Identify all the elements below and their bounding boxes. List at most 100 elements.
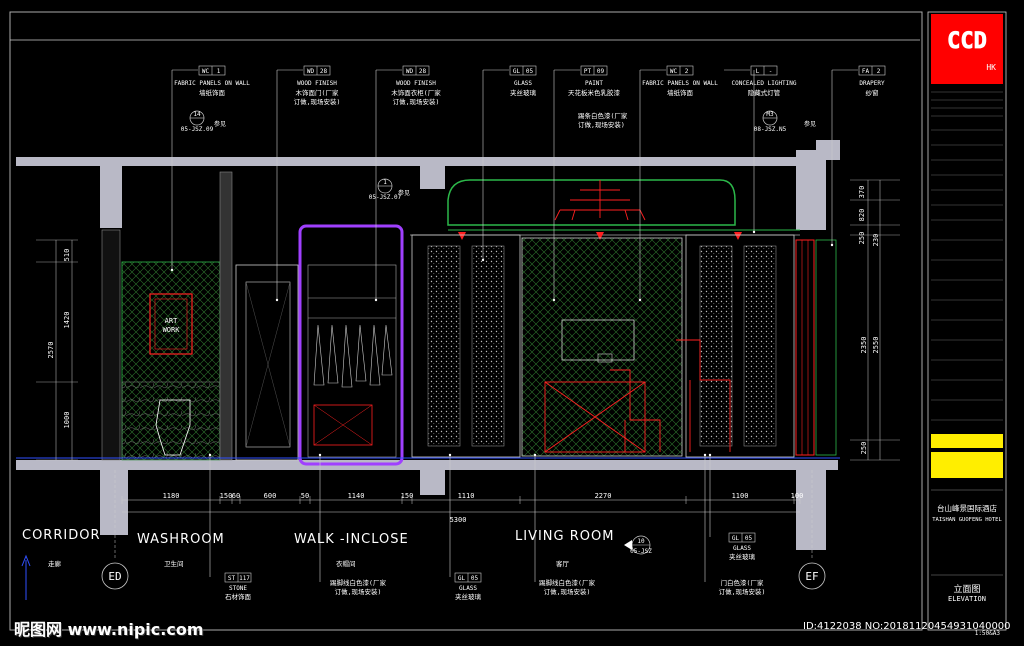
ceiling-slab bbox=[16, 140, 840, 230]
tag-name: GLASS bbox=[514, 80, 532, 87]
ref3-cn: 参见 bbox=[804, 120, 816, 128]
grid-label-ed: ED bbox=[108, 570, 121, 583]
tag-code: PT bbox=[584, 68, 592, 75]
tag-cn: 夹丝玻璃 bbox=[729, 552, 756, 561]
dim-bottom-7: 1110 bbox=[458, 492, 475, 500]
downlights bbox=[458, 232, 742, 240]
tag-cn: 纱窗 bbox=[866, 88, 879, 97]
tag-code: GL bbox=[732, 535, 740, 542]
tag-cn: 木饰面门(厂家 bbox=[296, 88, 339, 97]
desk-and-chair bbox=[544, 339, 731, 453]
dim-bottom-2: 60 bbox=[232, 492, 240, 500]
sheet-border bbox=[9, 11, 923, 631]
ref2-cn: 参见 bbox=[398, 189, 410, 197]
hotel-name-en: TAISHAN GUOFENG HOTEL bbox=[932, 517, 1002, 523]
grid-marker-ef: EF bbox=[798, 470, 826, 590]
tag-number: 28 bbox=[419, 68, 427, 75]
hotel-name-cn: 台山峰景国际酒店 bbox=[937, 503, 997, 513]
room-washroom: WASHROOM bbox=[137, 532, 225, 547]
tag-name: WOOD FINISH bbox=[297, 80, 337, 87]
tag-number: - bbox=[769, 68, 773, 75]
washroom-elevation bbox=[101, 171, 233, 461]
logo-block bbox=[931, 14, 1003, 84]
title-block: CCD HK 台山峰景国际酒店 TAISHAN GUOFENG HOTEL 立面… bbox=[927, 11, 1007, 637]
tag-cn2: 订做,现场安装) bbox=[335, 587, 382, 596]
room-corridor-cn: 走廊 bbox=[48, 559, 62, 568]
ref1-number: 14 bbox=[193, 111, 201, 118]
north-arrow-icon bbox=[21, 554, 31, 600]
room-living: LIVING ROOM bbox=[515, 529, 614, 544]
tag-code: GL bbox=[513, 68, 521, 75]
tag-code: GL bbox=[458, 575, 466, 582]
tag-number: 28 bbox=[320, 68, 328, 75]
ref3-number: M3 bbox=[766, 111, 774, 118]
tag-name: DRAPERY bbox=[859, 80, 885, 87]
tag-number: 05 bbox=[471, 575, 479, 582]
dim-right-2: 250 bbox=[860, 442, 868, 455]
dim-bottom-5: 1140 bbox=[348, 492, 365, 500]
tag-code: WD bbox=[307, 68, 315, 75]
detail-ref-2: 1 05-JSZ.07 参见 bbox=[369, 178, 410, 201]
tag-cn: 隐藏式灯管 bbox=[748, 88, 781, 97]
tag-name: GLASS bbox=[459, 585, 477, 592]
tag-cn: 踢脚线白色漆(厂家 bbox=[330, 578, 386, 587]
room-washroom-cn: 卫生间 bbox=[164, 559, 184, 568]
paint-note-line2: 订做,现场安装) bbox=[578, 120, 625, 129]
tag-number: 1 bbox=[217, 68, 221, 75]
room-corridor: CORRIDOR bbox=[22, 528, 100, 543]
dim-right-0: 2350 bbox=[860, 337, 868, 354]
tag-name: WOOD FINISH bbox=[396, 80, 436, 87]
room-walkin-cn: 衣帽间 bbox=[336, 559, 356, 568]
room-walkin: WALK -INCLOSE bbox=[294, 532, 409, 547]
tag-cn: 石材饰面 bbox=[225, 592, 252, 601]
drawing-title-cn: 立面图 bbox=[953, 583, 980, 595]
drawing-title-en: ELEVATION bbox=[948, 595, 986, 603]
tag-cn2: 订做,现场安装) bbox=[393, 97, 440, 106]
living-wall-panels bbox=[411, 234, 795, 458]
dim-right-4: 820 bbox=[858, 209, 866, 222]
tag-cn: 木饰面衣柜(厂家 bbox=[391, 88, 441, 97]
paint-note-line1: 踢条白色漆(厂家 bbox=[578, 111, 628, 120]
tag-code: L bbox=[756, 68, 760, 75]
dim-right-5: 230 bbox=[872, 234, 880, 247]
tag-code: WC bbox=[670, 68, 678, 75]
floor-slab bbox=[16, 460, 838, 550]
tag-cn: 天花板米色乳胶漆 bbox=[568, 88, 621, 97]
tag-number: 09 bbox=[597, 68, 605, 75]
section-ref: 10 05-JSZ bbox=[624, 535, 652, 555]
art-work-label: ART bbox=[165, 317, 178, 325]
living-ceiling-cove bbox=[410, 179, 800, 236]
dim-bottom-6: 150 bbox=[401, 492, 414, 500]
ref2-code: 05-JSZ.07 bbox=[369, 194, 402, 201]
dimension-total: 5300 bbox=[122, 511, 800, 524]
tag-number: 2 bbox=[877, 68, 881, 75]
tag-number: 117 bbox=[239, 575, 250, 582]
dim-bottom-10: 100 bbox=[791, 492, 804, 500]
svg-text:WORK: WORK bbox=[163, 326, 181, 334]
ref1-code: 05-JSZ.09 bbox=[181, 126, 214, 133]
grid-marker-ed: ED bbox=[101, 470, 129, 590]
tag-cn: 门白色漆(厂家 bbox=[721, 578, 764, 587]
tag-code: ST bbox=[228, 575, 236, 582]
dim-total-text: 5300 bbox=[450, 516, 467, 524]
ref3-code: 08-JSZ.N5 bbox=[754, 126, 787, 133]
tag-name: FABRIC PANELS ON WALL bbox=[174, 80, 250, 87]
dim-left-0: 2570 bbox=[47, 342, 55, 359]
image-id-line: ID:4122038 NO:20181120454931040000 bbox=[803, 621, 1011, 632]
